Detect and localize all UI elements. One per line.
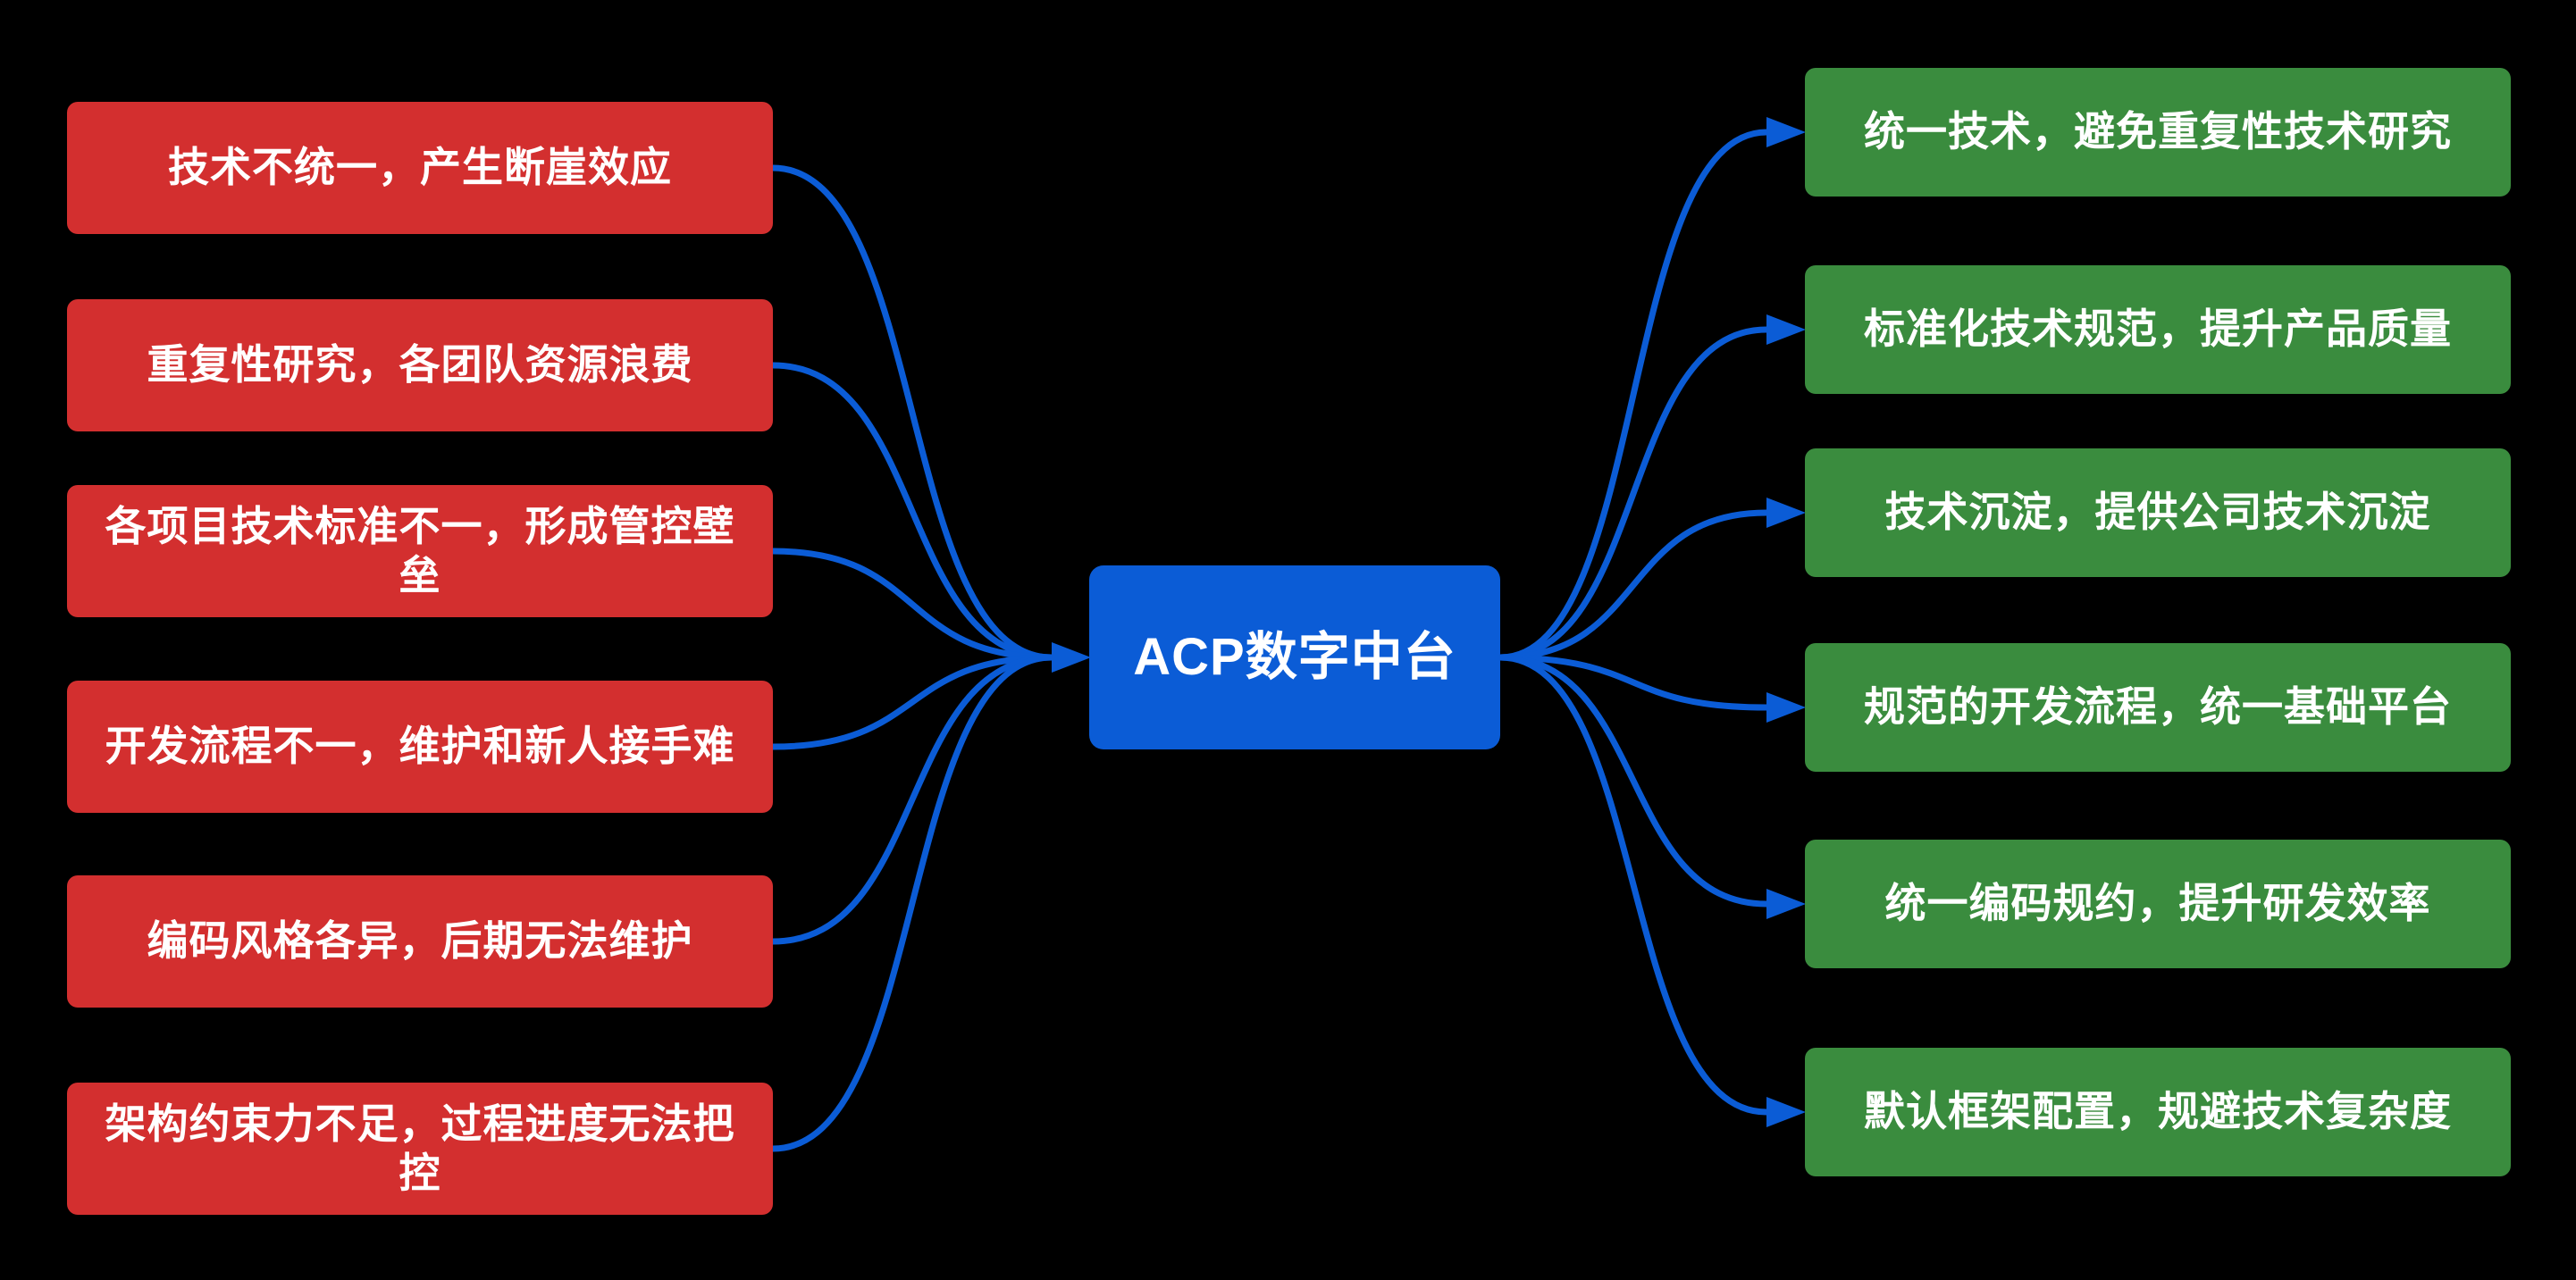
problem-node: 技术不统一，产生断崖效应 <box>67 102 773 234</box>
connector-curve <box>1497 509 1770 661</box>
arrowhead-icon <box>1766 314 1806 345</box>
connector-curve <box>769 362 1055 661</box>
connector-curve <box>1497 654 1770 908</box>
arrowhead-icon <box>1766 692 1806 723</box>
problem-node: 重复性研究，各团队资源浪费 <box>67 299 773 431</box>
benefit-node: 标准化技术规范，提升产品质量 <box>1805 265 2511 394</box>
connector-curve <box>769 654 1055 945</box>
arrowhead-icon <box>1766 889 1806 919</box>
benefit-node: 统一技术，避免重复性技术研究 <box>1805 68 2511 197</box>
problem-node: 各项目技术标准不一，形成管控壁垒 <box>67 485 773 617</box>
connector-curve <box>1497 129 1770 661</box>
center-node: ACP数字中台 <box>1089 565 1500 749</box>
connector-curve <box>1497 654 1770 1116</box>
problem-node: 编码风格各异，后期无法维护 <box>67 875 773 1008</box>
arrowhead-icon <box>1766 117 1806 147</box>
connector-curve <box>769 654 1055 1152</box>
arrowhead-icon <box>1766 498 1806 528</box>
connector-curve <box>769 654 1055 750</box>
problem-node: 开发流程不一，维护和新人接手难 <box>67 681 773 813</box>
benefit-node: 默认框架配置，规避技术复杂度 <box>1805 1048 2511 1176</box>
arrowhead-icon <box>1766 1097 1806 1127</box>
connector-curve <box>1497 654 1770 711</box>
connector-curve <box>769 548 1055 661</box>
benefit-node: 技术沉淀，提供公司技术沉淀 <box>1805 448 2511 577</box>
connector-curve <box>1497 326 1770 661</box>
connector-curve <box>769 164 1055 661</box>
benefit-node: 规范的开发流程，统一基础平台 <box>1805 643 2511 772</box>
benefit-node: 统一编码规约，提升研发效率 <box>1805 840 2511 968</box>
problem-node: 架构约束力不足，过程进度无法把控 <box>67 1083 773 1215</box>
arrowhead-icon <box>1052 642 1091 673</box>
